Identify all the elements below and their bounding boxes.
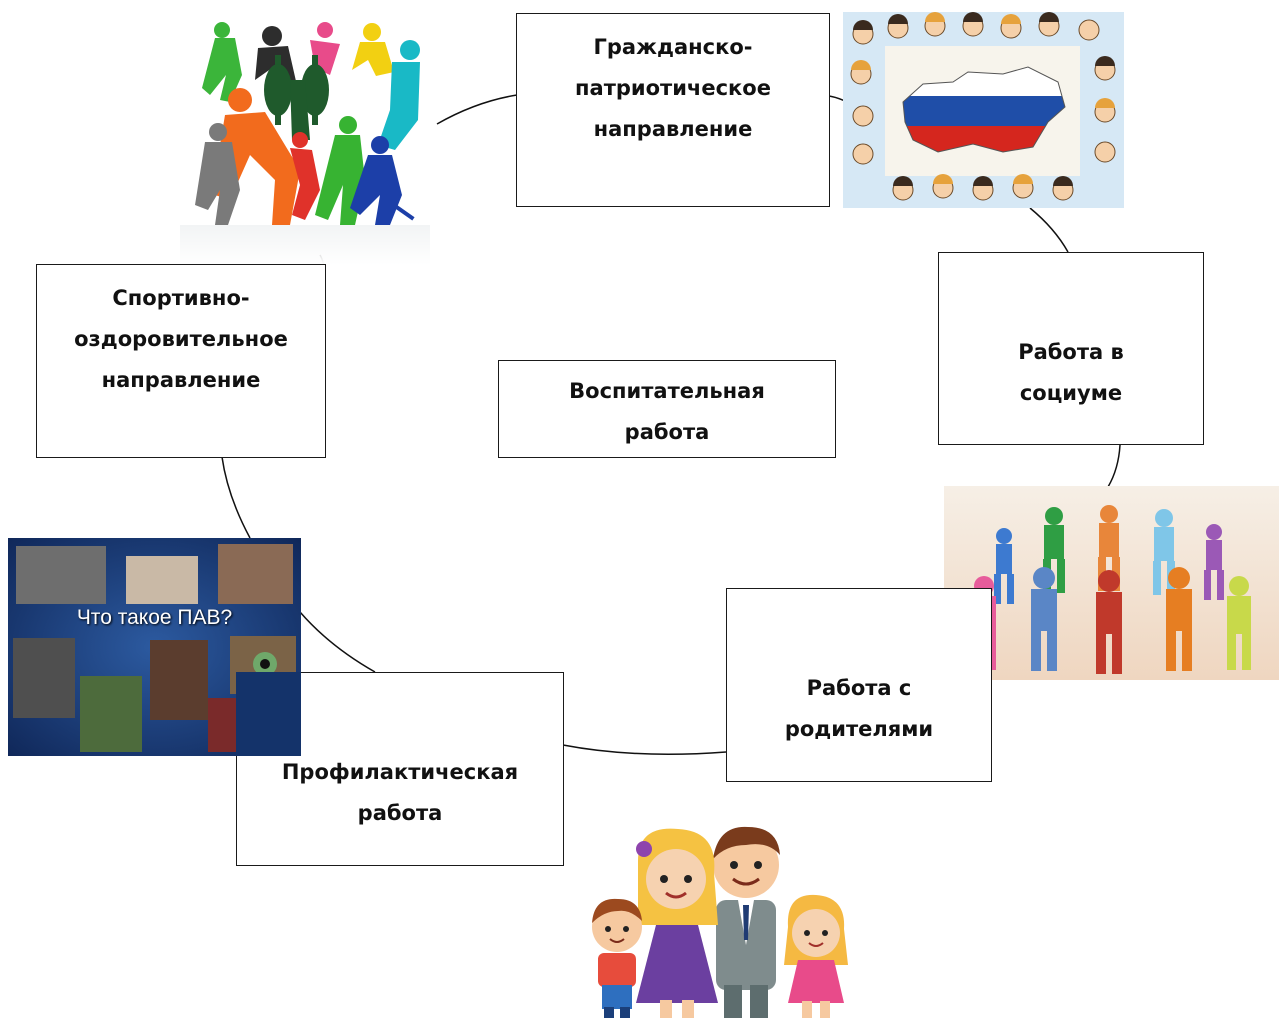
connector-sports-civic [436,94,518,125]
connector-society-kids [1107,444,1121,488]
paper-children-icon [944,486,1279,680]
athletes-icon [180,20,430,265]
connector-russia-society [1029,207,1069,253]
node-civic-patriotic: Гражданско- патриотическое направление [516,13,830,207]
node-society: Работа в социуме [938,252,1204,445]
children-around-map-icon [843,12,1124,208]
node-sport-health: Спортивно- оздоровительное направление [36,264,326,458]
node-civic-patriotic-label: Гражданско- патриотическое направление [575,35,771,141]
node-sport-health-label: Спортивно- оздоровительное направление [74,286,288,392]
node-parents: Работа с родителями [726,588,992,782]
node-center-upbringing: Воспитательная работа [498,360,836,458]
pav-picture-overlay [236,672,301,756]
node-center-upbringing-label: Воспитательная работа [569,379,765,444]
connector-pav-sport [221,456,251,539]
node-prevention-label: Профилактическая работа [281,760,519,825]
node-parents-label: Работа с родителями [784,676,934,741]
connector-prevention-pav [299,611,376,673]
pav-title: Что такое ПАВ? [76,606,233,629]
cartoon-family-icon [578,815,878,1018]
node-society-label: Работа в социуме [1018,340,1124,405]
kids-circle-picture [944,486,1279,680]
sports-picture [180,20,430,265]
connector-parents-prevention [562,744,727,755]
kids-circle-overlay [944,486,992,590]
family-picture [578,815,878,1018]
russia-map-picture [843,12,1124,208]
